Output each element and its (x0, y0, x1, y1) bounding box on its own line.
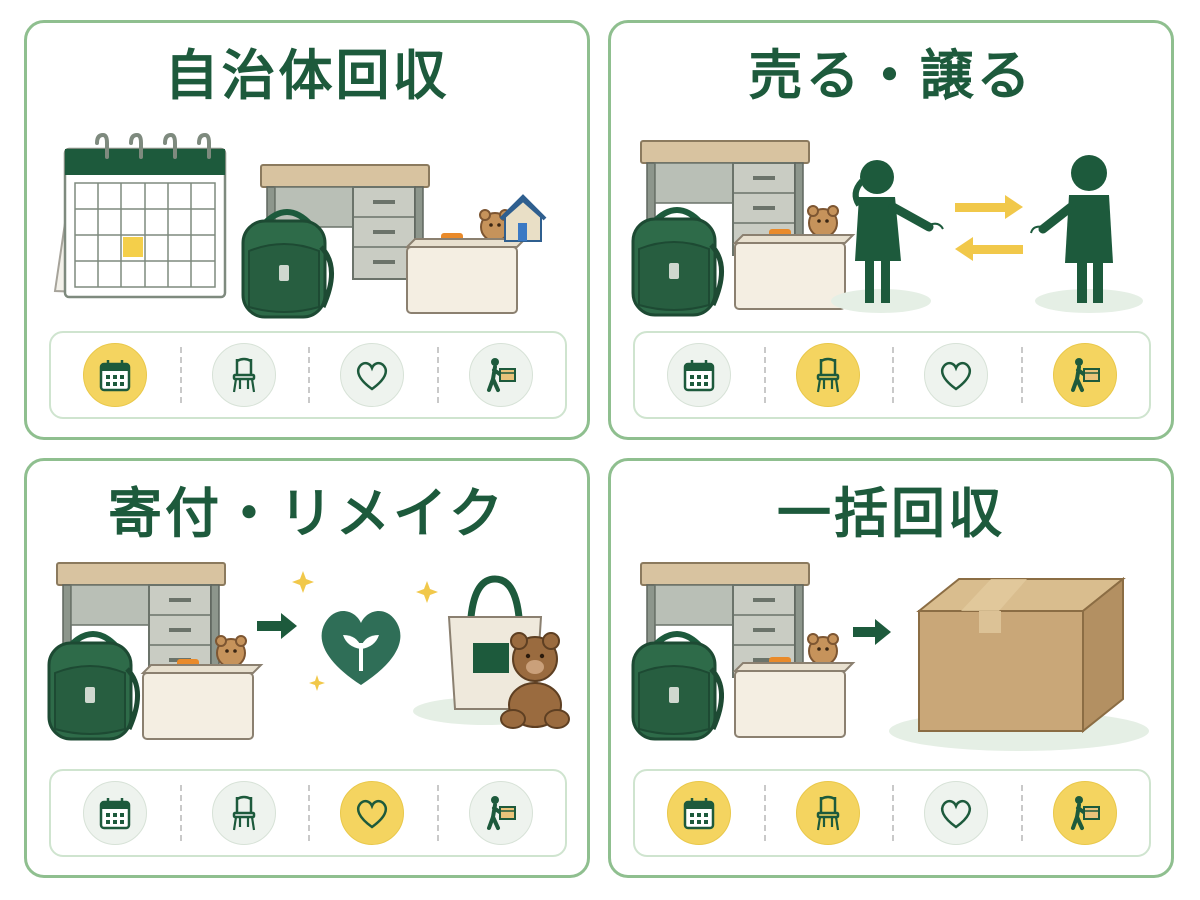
heart-icon (340, 343, 405, 407)
icon-bar (633, 769, 1151, 857)
panel-title: 一括回収 (777, 482, 1005, 545)
calendar-icon (83, 781, 148, 845)
toybox-illustration (406, 194, 547, 314)
heart-icon (340, 781, 405, 845)
calendar-icon (667, 343, 732, 407)
boy-figure (1030, 155, 1113, 303)
heart-icon (924, 343, 989, 407)
arrow-right-icon (853, 619, 891, 645)
carry-box-icon (468, 781, 533, 845)
municipal-collection-illustration (53, 132, 547, 331)
chair-icon (795, 781, 860, 845)
exchange-arrows (955, 195, 1023, 261)
calendar-illustration (53, 132, 227, 299)
sell-give-illustration (619, 140, 1143, 331)
chair-icon (211, 343, 276, 407)
panel-municipal-collection: 自治体回収 (24, 20, 590, 440)
icon-bar (49, 331, 567, 419)
carry-box-icon (1052, 343, 1117, 407)
chair-icon (211, 781, 276, 845)
heart-icon (924, 781, 989, 845)
calendar-icon (83, 343, 148, 407)
randoseru-illustration (243, 212, 332, 317)
carry-box-icon (1052, 781, 1117, 845)
sparkle-icon (292, 571, 438, 691)
cardboard-box-illustration (916, 576, 1126, 734)
panel-sell-give-away: 売る・譲る (608, 20, 1174, 440)
tote-bag-illustration (447, 575, 543, 710)
panel-title: 売る・譲る (748, 44, 1034, 107)
arrow-right-icon (257, 613, 297, 639)
panel-donate-remake: 寄付・リメイク (24, 458, 590, 878)
donate-remake-illustration (35, 562, 570, 769)
randoseru-illustration (49, 634, 138, 739)
carry-box-icon (468, 343, 533, 407)
calendar-icon (667, 781, 732, 845)
icon-bar (49, 769, 567, 857)
chair-icon (795, 343, 860, 407)
teddy-bear-illustration (500, 632, 570, 729)
panel-title: 自治体回収 (164, 44, 450, 107)
girl-figure (852, 160, 944, 303)
panel-bulk-collection: 一括回収 (608, 458, 1174, 878)
bulk-collection-illustration (619, 562, 1149, 751)
icon-bar (633, 331, 1151, 419)
panel-title: 寄付・リメイク (108, 482, 506, 545)
heart-sprout-icon (321, 610, 401, 685)
randoseru-illustration (633, 634, 722, 739)
randoseru-illustration (633, 210, 722, 315)
